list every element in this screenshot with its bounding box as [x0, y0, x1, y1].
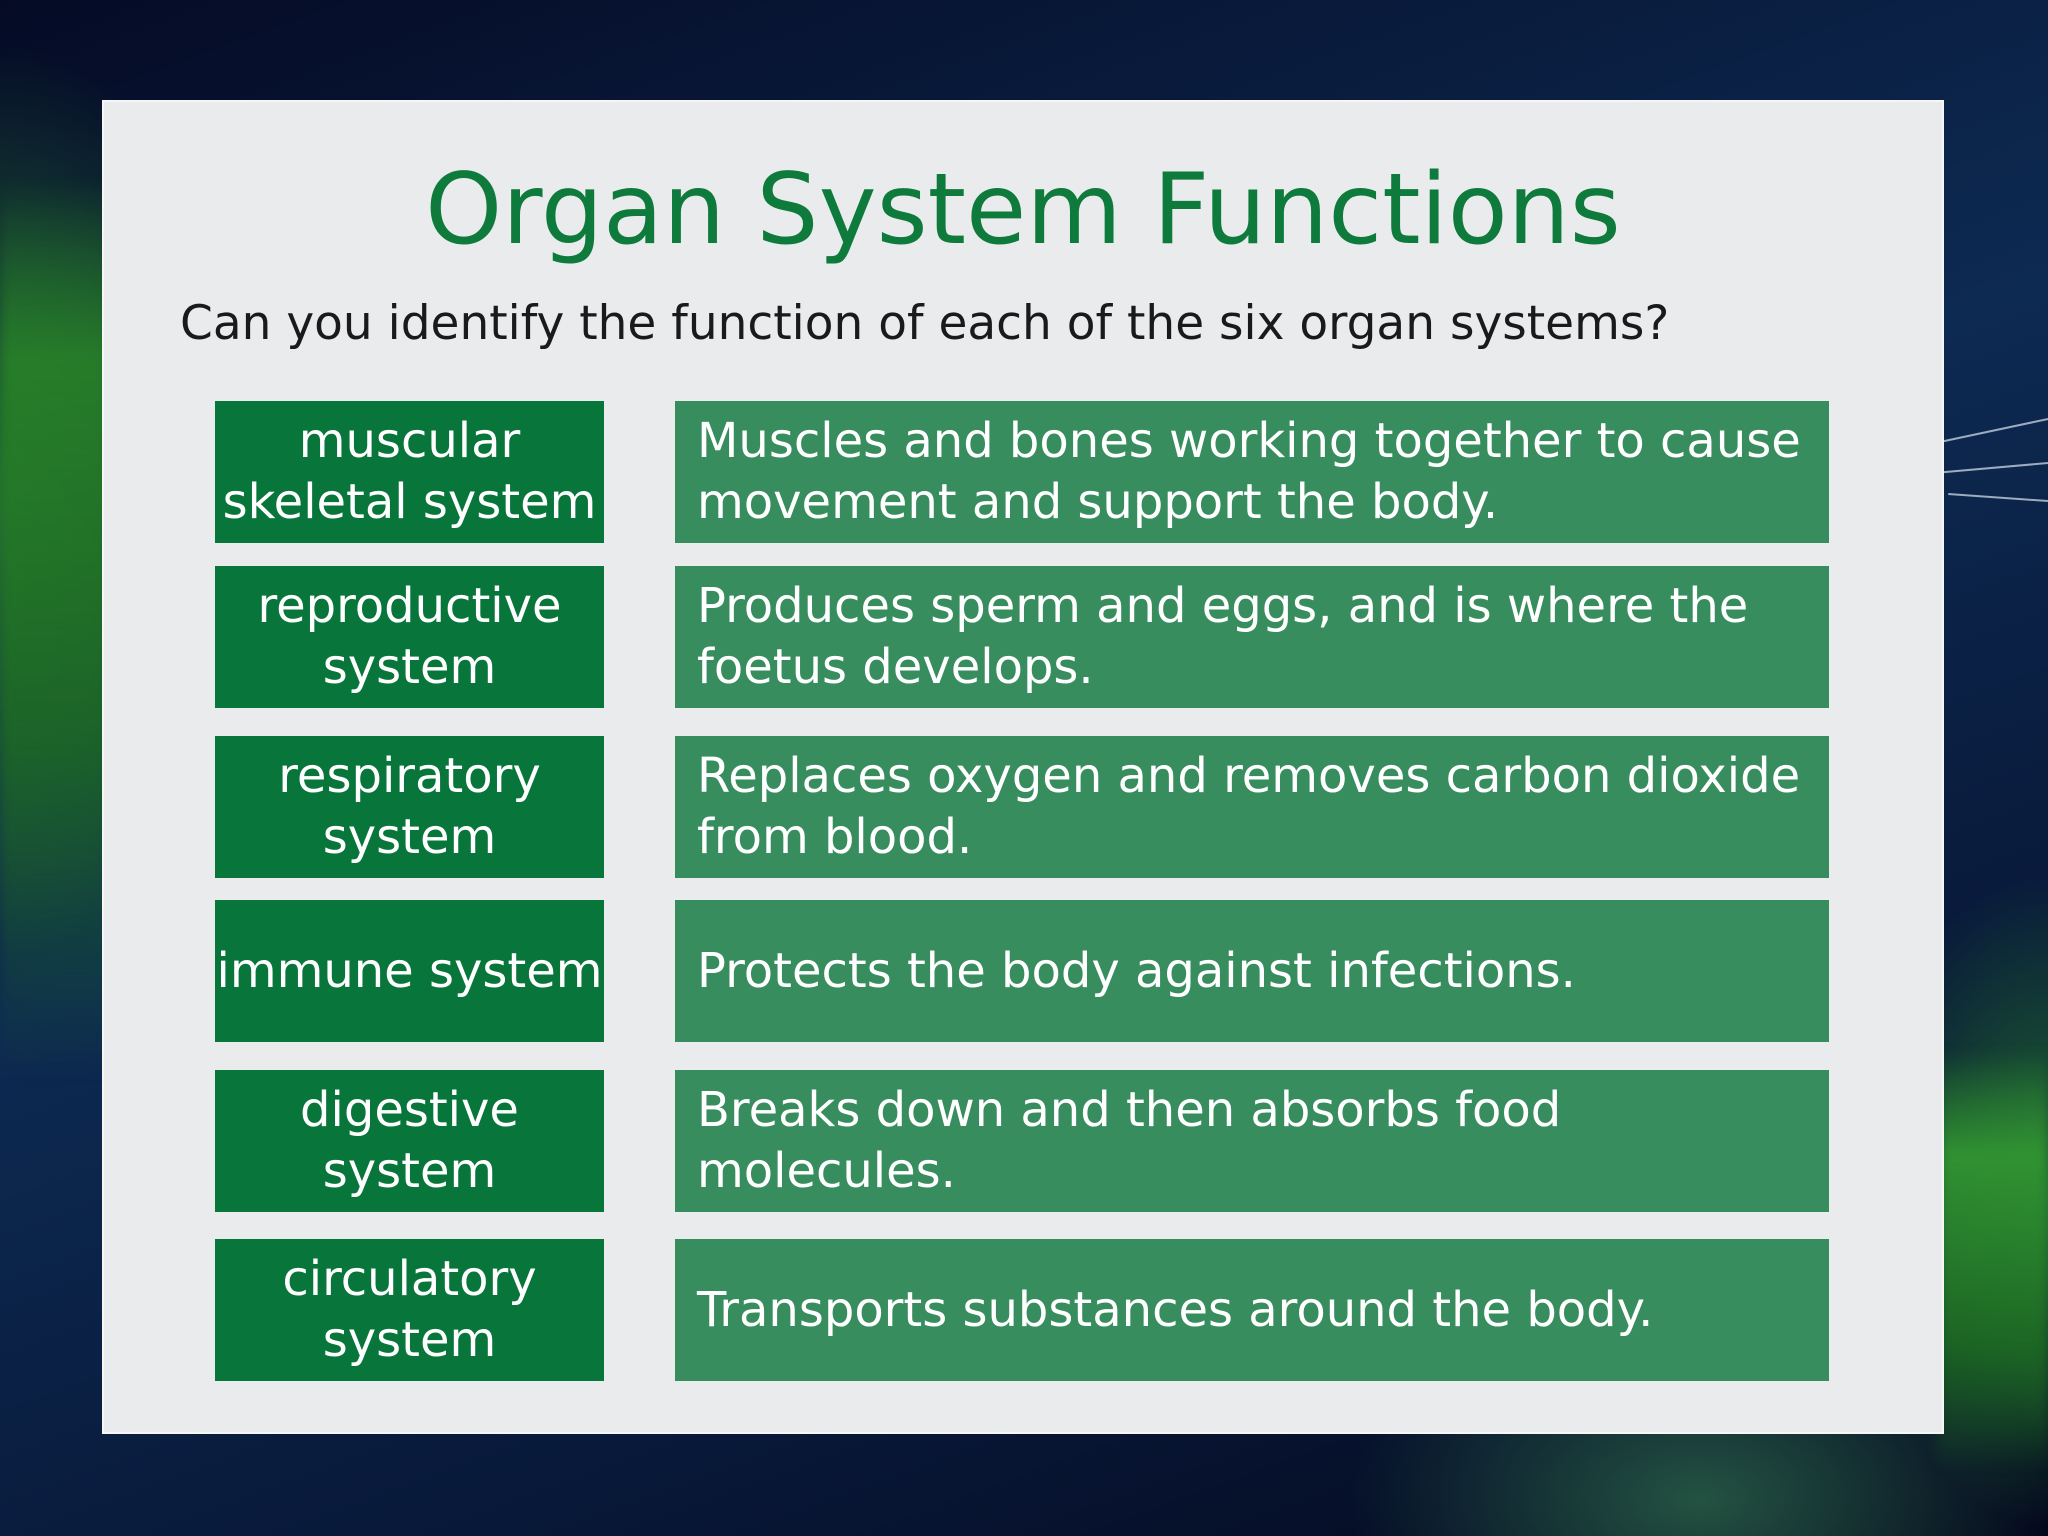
slide-subtitle: Can you identify the function of each of… [180, 296, 1670, 351]
slide-panel: Organ System Functions Can you identify … [102, 100, 1944, 1434]
function-box-5[interactable]: Breaks down and then absorbs food molecu… [675, 1070, 1829, 1212]
system-box-circulatory[interactable]: circulatory system [215, 1239, 604, 1381]
function-text: Transports substances around the body. [697, 1281, 1654, 1338]
background-whisker [1940, 418, 2048, 443]
system-label: immune system [216, 942, 603, 999]
function-text: Muscles and bones working together to ca… [697, 413, 1801, 530]
background-grass-right [1938, 1050, 2048, 1470]
function-text: Breaks down and then absorbs food molecu… [697, 1082, 1562, 1199]
system-box-muscular-skeletal[interactable]: muscular skeletal system [215, 401, 604, 543]
function-text: Replaces oxygen and removes carbon dioxi… [697, 748, 1801, 865]
system-box-immune[interactable]: immune system [215, 900, 604, 1042]
function-box-2[interactable]: Produces sperm and eggs, and is where th… [675, 566, 1829, 708]
function-box-3[interactable]: Replaces oxygen and removes carbon dioxi… [675, 736, 1829, 878]
function-box-6[interactable]: Transports substances around the body. [675, 1239, 1829, 1381]
system-box-respiratory[interactable]: respiratory system [215, 736, 604, 878]
system-box-reproductive[interactable]: reproductive system [215, 566, 604, 708]
system-label: respiratory system [278, 748, 541, 865]
system-label: digestive system [300, 1082, 519, 1199]
background-whisker [1938, 462, 2048, 474]
system-label: reproductive system [257, 578, 562, 695]
background-grass-left [0, 180, 110, 1080]
system-label: circulatory system [282, 1251, 537, 1368]
system-label: muscular skeletal system [222, 413, 597, 530]
background-whisker [1948, 493, 2048, 502]
function-text: Protects the body against infections. [697, 942, 1576, 999]
function-text: Produces sperm and eggs, and is where th… [697, 578, 1749, 695]
system-box-digestive[interactable]: digestive system [215, 1070, 604, 1212]
function-box-4[interactable]: Protects the body against infections. [675, 900, 1829, 1042]
slide-title: Organ System Functions [425, 153, 1621, 267]
function-box-1[interactable]: Muscles and bones working together to ca… [675, 401, 1829, 543]
